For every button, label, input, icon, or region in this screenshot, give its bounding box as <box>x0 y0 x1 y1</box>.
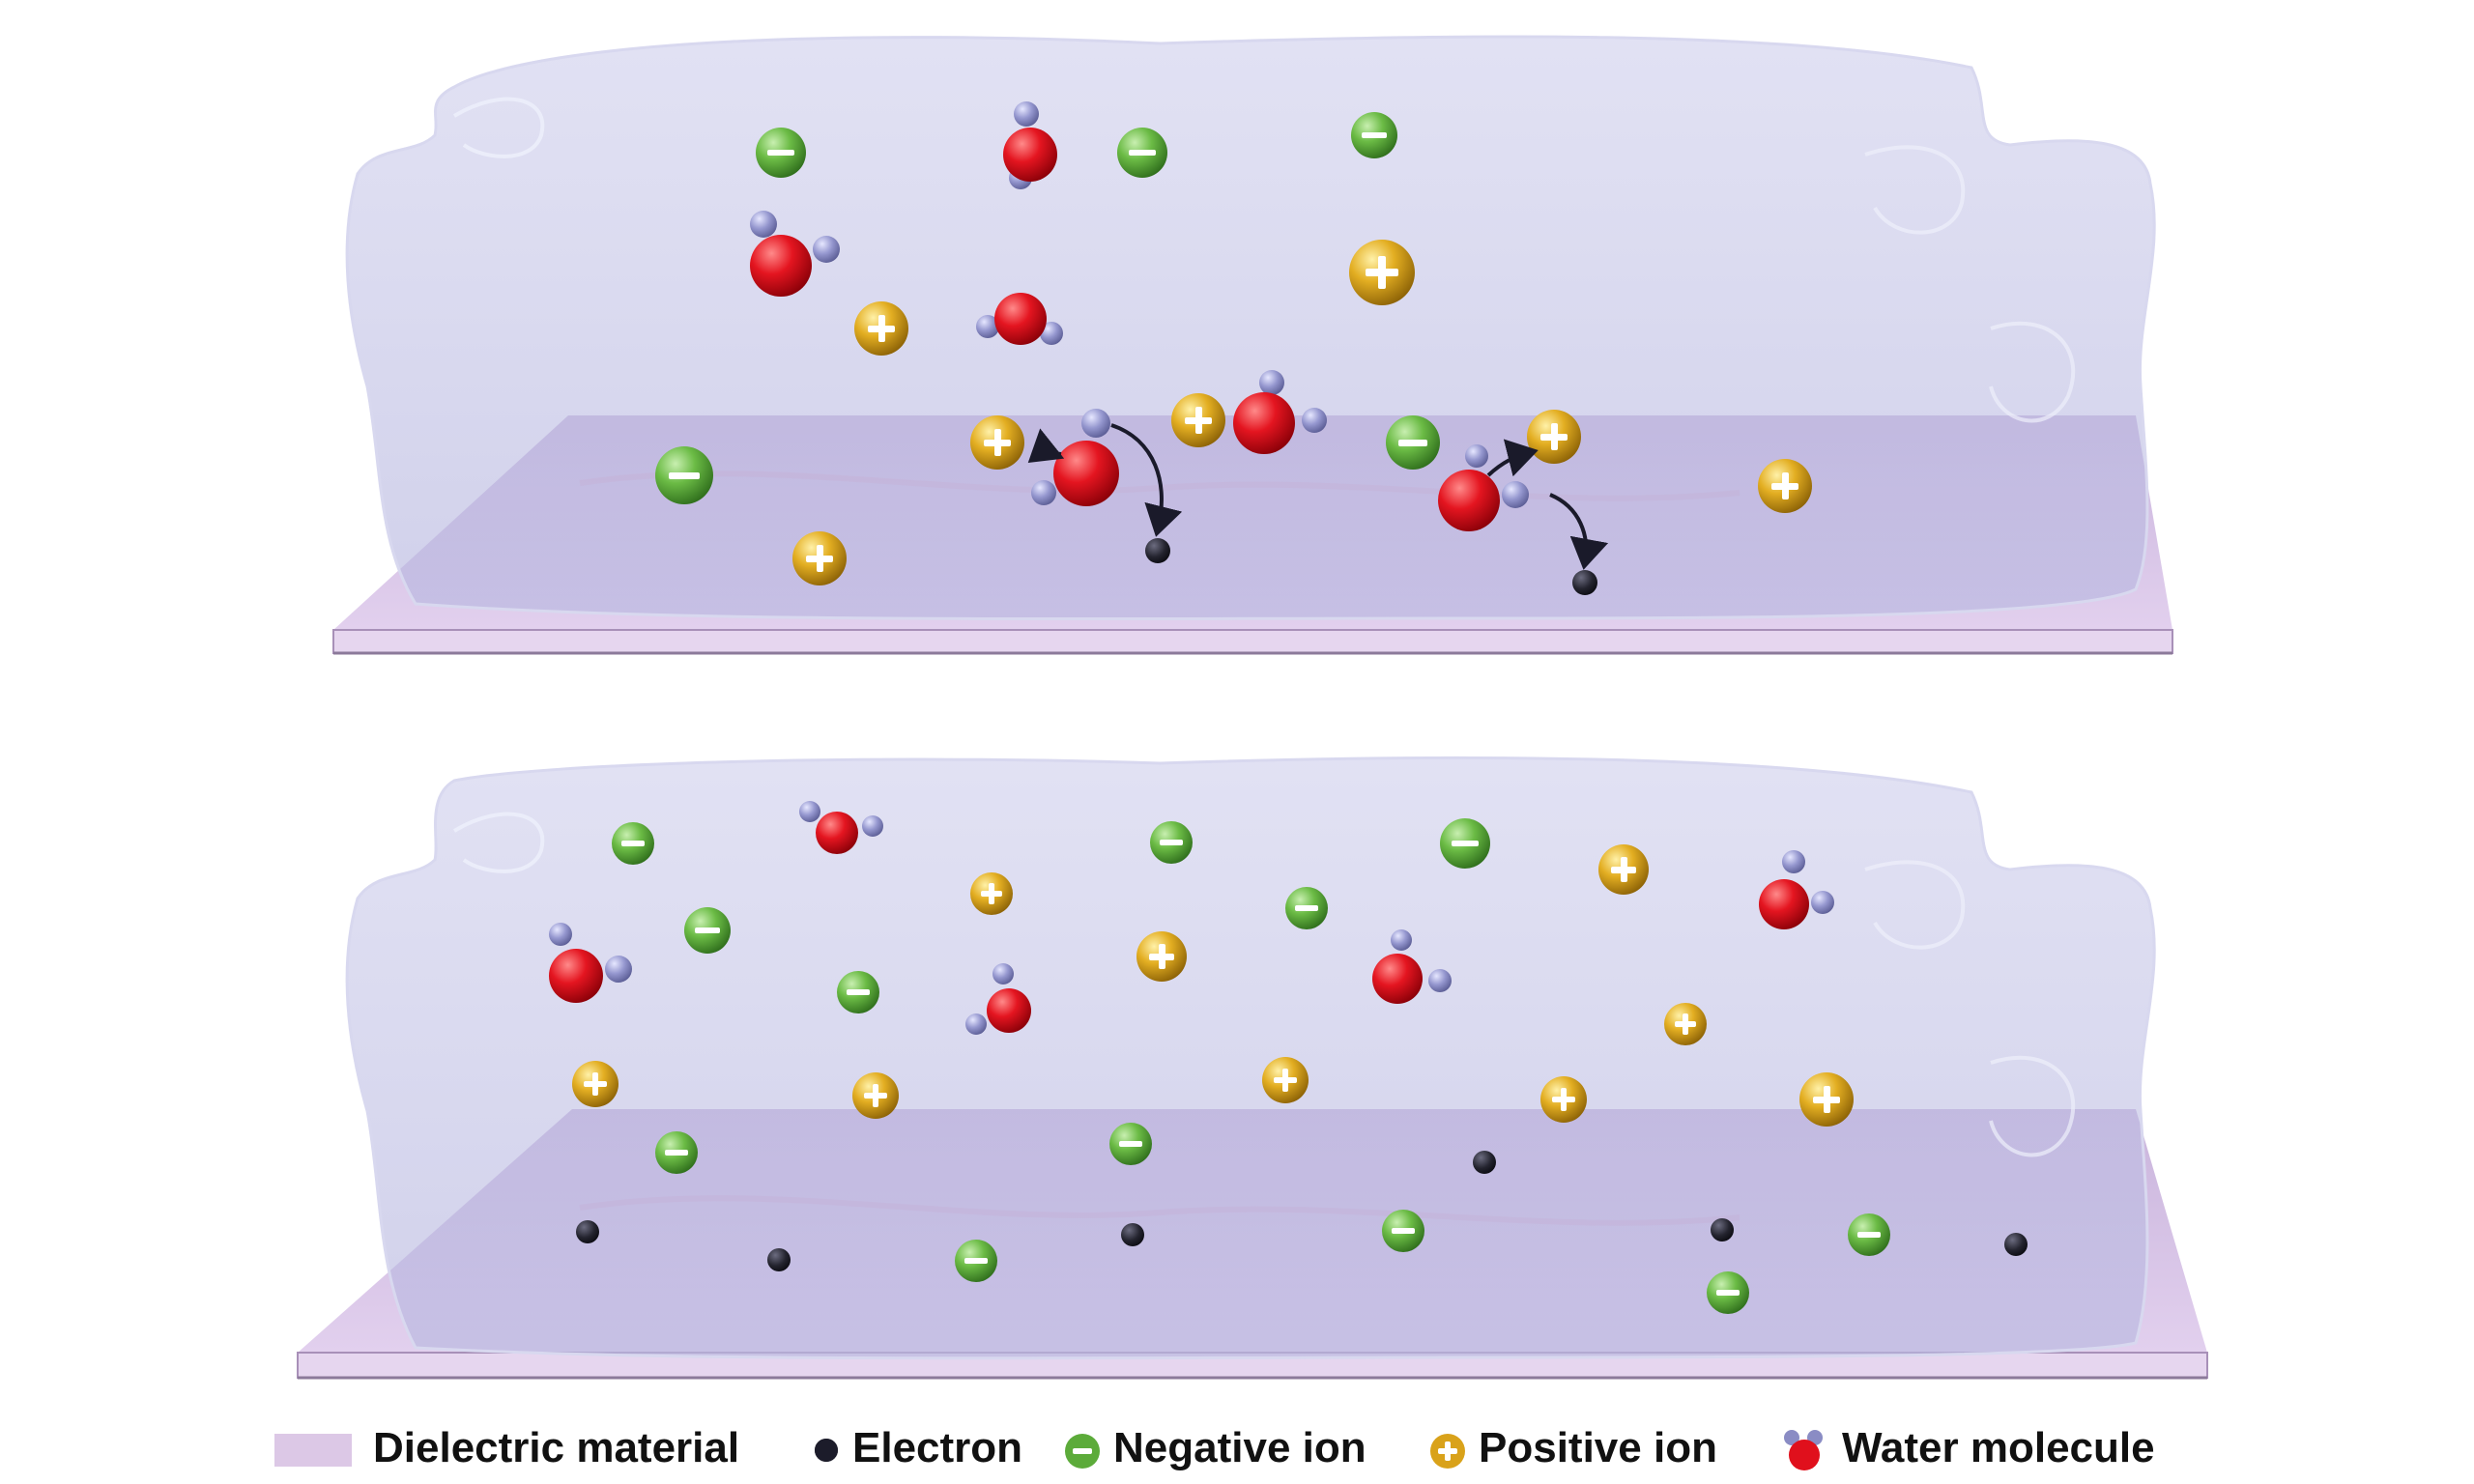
reaction-arrow <box>1110 423 1183 537</box>
dielectric-swatch-icon <box>274 1434 352 1467</box>
water-molecule-icon <box>1784 1430 1823 1470</box>
negative-ion <box>1117 128 1167 178</box>
electron <box>1572 570 1597 595</box>
legend-label-water: Water molecule <box>1842 1424 2155 1471</box>
electron <box>1473 1151 1496 1174</box>
water-molecule <box>1759 850 1834 929</box>
negative-ion <box>955 1240 997 1282</box>
water-molecule <box>976 293 1063 345</box>
legend-label-positive: Positive ion <box>1479 1424 1717 1471</box>
positive-ion <box>1262 1057 1309 1103</box>
water-molecule <box>1372 929 1452 1004</box>
positive-ion <box>1758 459 1812 513</box>
positive-ion <box>1799 1072 1854 1127</box>
reaction-arrow <box>1549 493 1609 570</box>
negative-ion <box>684 907 731 954</box>
legend: Dielectric material Electron Negative io… <box>0 1413 2474 1484</box>
electron <box>1711 1218 1734 1241</box>
positive-ion <box>1664 1003 1707 1045</box>
electron <box>576 1220 599 1243</box>
water-molecule <box>965 963 1031 1035</box>
electron-icon <box>815 1439 838 1462</box>
positive-ion <box>970 872 1013 915</box>
positive-ion <box>1540 1076 1587 1123</box>
electron <box>1145 538 1170 563</box>
positive-ion-icon <box>1430 1434 1465 1469</box>
bottom-panel <box>297 756 2208 1380</box>
positive-ion <box>572 1061 618 1107</box>
positive-ion <box>852 1072 899 1119</box>
negative-ion-icon <box>1065 1434 1100 1469</box>
negative-ion <box>612 822 654 865</box>
water-molecule <box>1003 101 1057 189</box>
reaction-arrow <box>1027 428 1065 463</box>
negative-ion <box>1150 821 1193 864</box>
dielectric-plate-front <box>332 629 2173 654</box>
negative-ion <box>1707 1271 1749 1314</box>
negative-ion <box>1382 1210 1424 1252</box>
electron <box>1121 1223 1144 1246</box>
negative-ion <box>1351 112 1397 158</box>
negative-ion <box>1109 1123 1152 1165</box>
negative-ion <box>655 1131 698 1174</box>
water-molecule <box>1031 409 1119 506</box>
water-molecule <box>799 801 883 854</box>
positive-ion <box>1598 844 1649 895</box>
positive-ion <box>1136 931 1187 982</box>
positive-ion <box>854 301 908 356</box>
reaction-arrow <box>1486 439 1539 477</box>
positive-ion <box>970 415 1024 470</box>
negative-ion <box>837 971 879 1013</box>
negative-ion <box>756 128 806 178</box>
legend-label-electron: Electron <box>852 1424 1023 1471</box>
water-molecule <box>1233 370 1327 454</box>
water-molecule <box>549 923 632 1003</box>
electron <box>2004 1233 2028 1256</box>
legend-label-dielectric: Dielectric material <box>373 1424 740 1471</box>
negative-ion <box>1386 415 1440 470</box>
negative-ion <box>655 446 713 504</box>
water-molecule <box>750 211 840 297</box>
liquid-body-bottom <box>345 756 2156 1360</box>
positive-ion <box>1527 410 1581 464</box>
positive-ion <box>1171 393 1225 447</box>
negative-ion <box>1440 818 1490 869</box>
water-molecule <box>1438 444 1529 531</box>
negative-ion <box>1848 1213 1890 1256</box>
positive-ion <box>1349 240 1415 305</box>
top-panel <box>332 35 2173 655</box>
legend-label-negative: Negative ion <box>1113 1424 1366 1471</box>
positive-ion <box>792 531 847 585</box>
liquid-body-top <box>345 35 2156 621</box>
electron <box>767 1248 791 1271</box>
negative-ion <box>1285 887 1328 929</box>
